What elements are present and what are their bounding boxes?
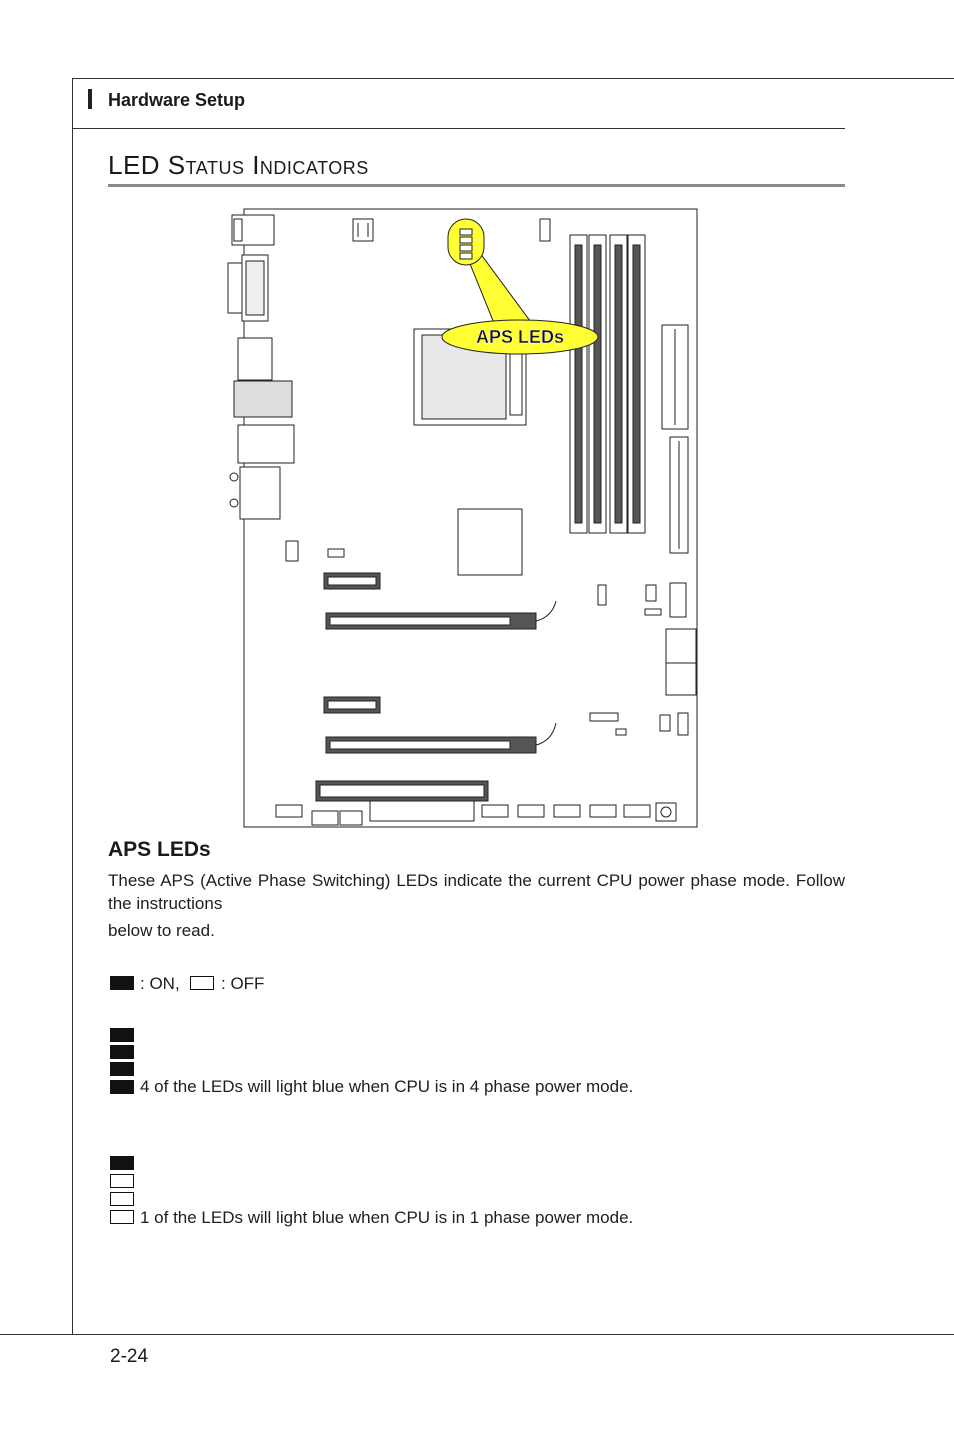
mode1-led-4 xyxy=(110,1210,134,1224)
footer-rule xyxy=(0,1334,954,1335)
header-rule xyxy=(72,128,845,129)
title-underline xyxy=(108,184,845,187)
sata-connector-1 xyxy=(665,628,697,664)
mode1-led-3 xyxy=(110,1192,134,1206)
callout-label: APS LEDs xyxy=(476,327,564,347)
motherboard-diagram: APS LEDs xyxy=(227,208,698,828)
mode4-led-2 xyxy=(110,1045,134,1059)
aps-led-2 xyxy=(459,236,473,244)
audio-port xyxy=(239,466,281,520)
aps-heading: APS LEDs xyxy=(108,838,211,861)
aps-led-4 xyxy=(459,252,473,260)
mode1-description: 1 of the LEDs will light blue when CPU i… xyxy=(140,1208,634,1227)
lan-port xyxy=(233,380,293,418)
left-rule xyxy=(72,78,73,1335)
aps-description-continued: below to read. xyxy=(108,921,215,940)
mode1-led-2 xyxy=(110,1174,134,1188)
legend-off-label: : OFF xyxy=(221,974,265,993)
aps-description: These APS (Active Phase Switching) LEDs … xyxy=(108,871,845,913)
section-label: Hardware Setup xyxy=(108,90,246,110)
mode4-led-4 xyxy=(110,1080,134,1094)
mode4-led-1 xyxy=(110,1028,134,1042)
mode1-led-1 xyxy=(110,1156,134,1170)
section-marker xyxy=(88,89,92,109)
page-title: LED Status Indicators xyxy=(108,150,369,180)
top-rule xyxy=(72,78,954,79)
mode4-led-3 xyxy=(110,1062,134,1076)
mode4-description: 4 of the LEDs will light blue when CPU i… xyxy=(140,1077,634,1096)
legend-on-swatch xyxy=(110,976,134,990)
atx-12v-connector xyxy=(352,218,374,242)
floppy-connector xyxy=(369,800,475,822)
legend-on-label: : ON, xyxy=(140,974,180,993)
legend-off-swatch xyxy=(190,976,214,990)
aps-led-1 xyxy=(459,228,473,236)
vga-port xyxy=(237,337,273,381)
fan-header xyxy=(539,218,551,242)
callout-bubble xyxy=(441,319,599,355)
chipset xyxy=(457,508,523,576)
usb-port xyxy=(237,424,295,464)
page-number: 2-24 xyxy=(110,1346,149,1367)
sata-connector-2 xyxy=(665,662,697,696)
aps-led-3 xyxy=(459,244,473,252)
